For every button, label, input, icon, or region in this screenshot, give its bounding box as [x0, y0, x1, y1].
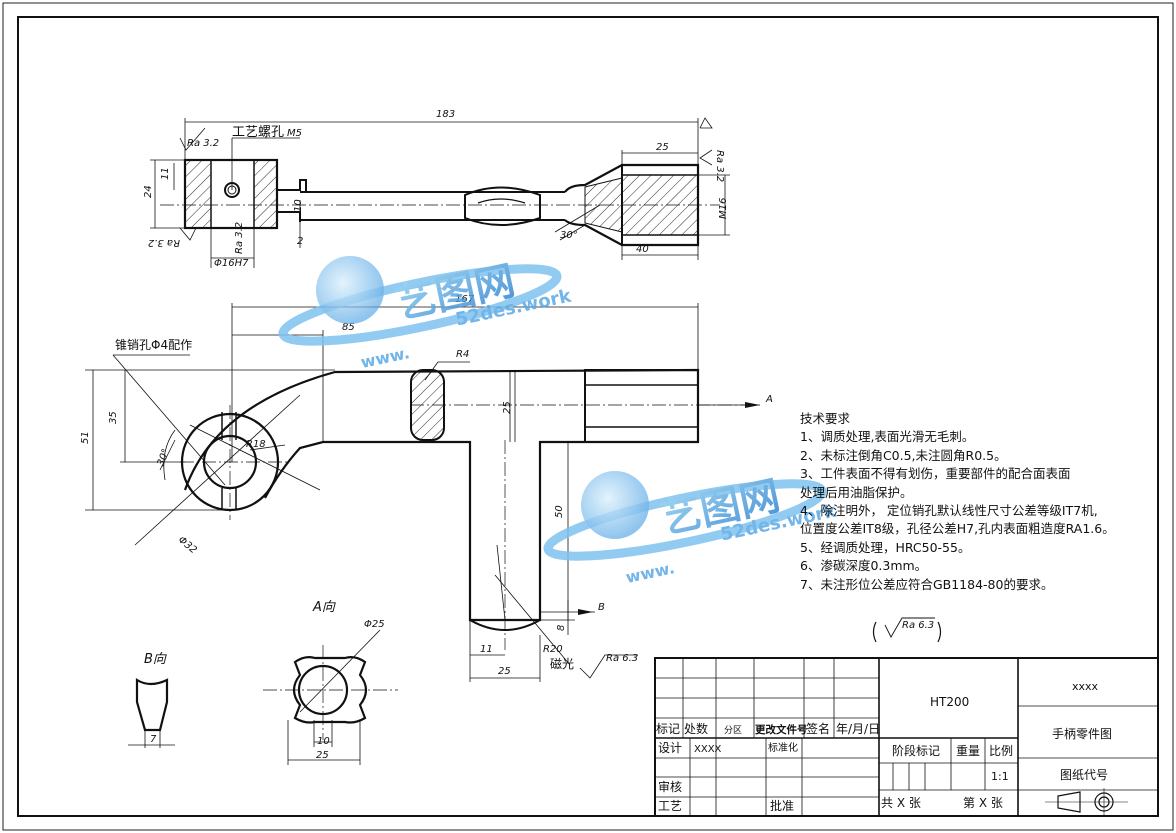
dim-r18: R18 [246, 439, 266, 450]
view-a-labels: A向 Φ25 10 25 [312, 600, 385, 761]
tech-item: 5、经调质处理，HRC50-55。 [800, 539, 971, 555]
watermark-mid-www: www. [624, 558, 676, 587]
dim-40: 40 [636, 244, 649, 255]
dim-25-bottom: 25 [498, 666, 511, 677]
tech-item: 3、工件表面不得有划伤，重要部件的配合面表面 [800, 466, 1071, 482]
review-label: 审核 [658, 779, 682, 794]
dim-51: 51 [80, 431, 91, 444]
rev-header-zone: 分区 [724, 725, 742, 736]
tech-item: 7、未注形位公差应符合GB1184-80的要求。 [800, 576, 1054, 592]
tech-item: 4、除注明外， 定位销孔默认线性尺寸公差等级IT7机, [800, 502, 1098, 518]
tech-requirements: 技术要求 1、调质处理,表面光滑无毛刺。 2、未标注倒角C0.5,未注圆角R0.… [800, 410, 1115, 594]
dim-r20: R20 [543, 644, 563, 655]
title-block [654, 657, 1159, 817]
front-view [85, 303, 760, 682]
dim-25-top: 25 [656, 142, 669, 153]
tech-item: 位置度公差IT8级，孔径公差H7,孔内表面粗造度RA1.6。 [800, 521, 1115, 537]
scale-label: 比例 [989, 744, 1013, 758]
angle-30-front: 30° [156, 447, 172, 467]
tech-item: 2、未标注倒角C0.5,未注圆角R0.5。 [800, 447, 1007, 463]
dim-dia32: Φ32 [176, 535, 199, 557]
rev-header-doc: 更改文件号 [755, 723, 808, 736]
tech-item: 1、调质处理,表面光滑无毛刺。 [800, 429, 975, 445]
designer-name: XXXX [694, 744, 722, 755]
thread-m16: M16 [718, 198, 729, 219]
dim-85: 85 [342, 322, 355, 333]
view-a-title: A向 [312, 600, 336, 615]
dim-r4: R4 [456, 349, 469, 360]
dim-10-a: 10 [317, 736, 330, 747]
dim-7: 7 [150, 734, 157, 745]
ra-right: Ra 3.2 [714, 150, 725, 182]
dim-dia25: Φ25 [364, 619, 385, 630]
ra-bottom-left: Ra 3.2 [148, 237, 180, 248]
arrow-a-label: A [765, 394, 773, 405]
general-roughness [872, 617, 942, 643]
sheet-number: 第 X 张 [963, 796, 1003, 810]
scale-value: 1:1 [991, 770, 1009, 783]
general-ra: Ra 6.3 [902, 620, 934, 631]
dim-167: 167 [455, 294, 475, 305]
view-b-labels: B向 7 [144, 652, 167, 745]
material: HT200 [930, 695, 969, 709]
rev-header-sign: 签名 [806, 721, 830, 736]
ra-center: Ra 3.2 [234, 222, 245, 254]
dim-11: 11 [160, 167, 171, 180]
tech-item: 处理后用油脂保护。 [800, 484, 913, 500]
process-label: 工艺 [658, 799, 682, 813]
view-a [263, 629, 398, 765]
process-hole-size: M5 [287, 128, 302, 139]
ra-63-front: Ra 6.3 [606, 653, 638, 664]
standardize-label: 标准化 [768, 741, 798, 754]
dim-50: 50 [554, 505, 565, 518]
dim-25-front: 25 [502, 401, 513, 414]
title-block-text: 标记 处数 分区 更改文件号 签名 年/月/日 设计 XXXX 标准化 审核 工… [656, 680, 1112, 813]
watermark-top-www: www. [359, 343, 411, 372]
approve-label: 批准 [770, 798, 794, 813]
company-name: xxxx [1072, 680, 1099, 693]
rev-header-mark: 标记 [656, 722, 680, 736]
tech-item: 6、渗碳深度0.3mm。 [800, 558, 928, 574]
watermark-mid: 艺图网 52des.work www. [543, 471, 839, 587]
total-sheets: 共 X 张 [881, 796, 921, 810]
process-hole-label: 工艺螺孔 [232, 125, 284, 140]
dim-183: 183 [436, 109, 455, 120]
design-label: 设计 [658, 741, 682, 755]
front-view-dims: 167 85 R4 锥销孔Φ4配作 35 51 30° R18 Φ32 25 A… [80, 294, 773, 677]
stage-mark: 阶段标记 [892, 743, 940, 758]
weight-label: 重量 [956, 744, 980, 758]
dim-25-a: 25 [316, 750, 329, 761]
tech-requirements-title: 技术要求 [800, 411, 851, 426]
arrow-b-label: B [598, 602, 605, 613]
ra-left: Ra 3.2 [187, 138, 219, 149]
view-b-title: B向 [144, 652, 167, 667]
angle-30-top: 30° [560, 230, 578, 241]
rev-header-count: 处数 [684, 721, 708, 736]
dim-11-front: 11 [480, 644, 493, 655]
top-view-dims: 183 Ra 3.2 工艺螺孔 M5 24 11 10 2 Ra 3.2 Ra … [143, 109, 729, 269]
pin-hole-label: 锥销孔Φ4配作 [115, 338, 192, 352]
drawing-code: 图纸代号 [1060, 768, 1108, 782]
bore-dia: Φ16H7 [214, 258, 249, 269]
dim-8: 8 [556, 625, 567, 631]
polish-label: 磁光 [550, 656, 574, 671]
dim-35: 35 [108, 411, 119, 424]
top-view [150, 117, 730, 268]
sheet-border-inner [17, 16, 1159, 817]
dim-2: 2 [297, 236, 303, 247]
rev-header-date: 年/月/日 [836, 722, 880, 736]
dim-10: 10 [293, 199, 304, 212]
view-b [128, 678, 175, 748]
part-name: 手柄零件图 [1052, 727, 1112, 741]
dim-24: 24 [143, 185, 154, 198]
